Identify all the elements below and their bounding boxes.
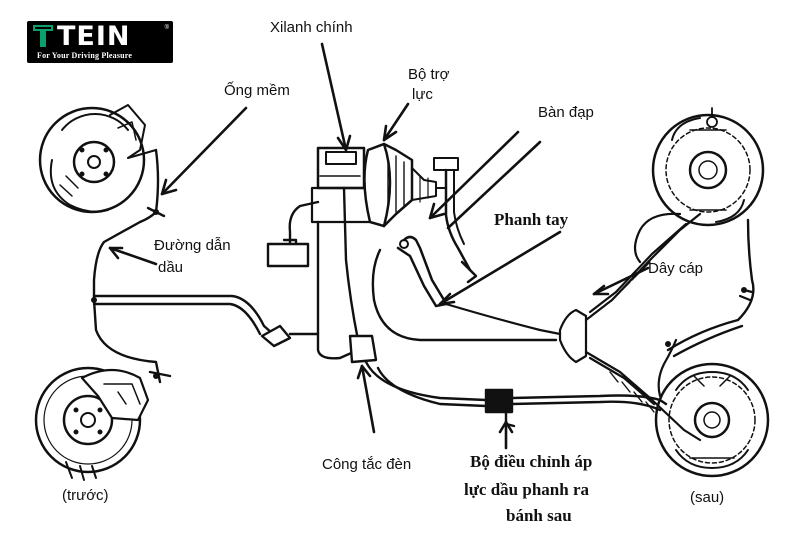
brake-booster [363,142,437,228]
tein-logo: TEIN ® For Your Driving Pleasure [27,21,173,63]
master-cylinder [310,146,372,224]
front-upper-disc [38,104,157,214]
label-hose: Ống mềm [224,82,290,99]
label-pedal: Bàn đạp [538,104,594,121]
front-lower-disc [34,366,150,481]
brake-pedal [433,157,478,284]
brake-lines [92,148,755,428]
label-regulator-line1: Bộ điều chỉnh áp [470,452,593,471]
label-oil-line-line2: dầu [158,259,184,276]
label-rear: (sau) [690,489,725,506]
logo-tagline: For Your Driving Pleasure [37,51,133,60]
label-cable: Dây cáp [648,260,704,277]
callout-arrows [108,42,650,450]
fittings [91,209,747,379]
label-light-switch: Công tắc đèn [322,456,412,473]
logo-brand: TEIN [57,21,131,52]
rear-lower-drum [654,362,770,478]
label-booster-line1: Bộ trợ [408,66,450,83]
tein-mark-icon [33,25,53,47]
label-oil-line-line1: Đường dẫn [154,237,231,254]
label-regulator-line3: bánh sau [506,506,572,525]
label-front: (trước) [62,487,109,504]
label-regulator-line2: lực dầu phanh ra [464,480,589,499]
label-master-cylinder: Xilanh chính [270,19,353,36]
label-booster-line2: lực [412,86,433,103]
label-hand-brake: Phanh tay [494,210,569,229]
hand-brake-lever [396,235,448,308]
logo-registered-mark: ® [164,25,169,31]
rear-upper-drum [651,107,765,227]
